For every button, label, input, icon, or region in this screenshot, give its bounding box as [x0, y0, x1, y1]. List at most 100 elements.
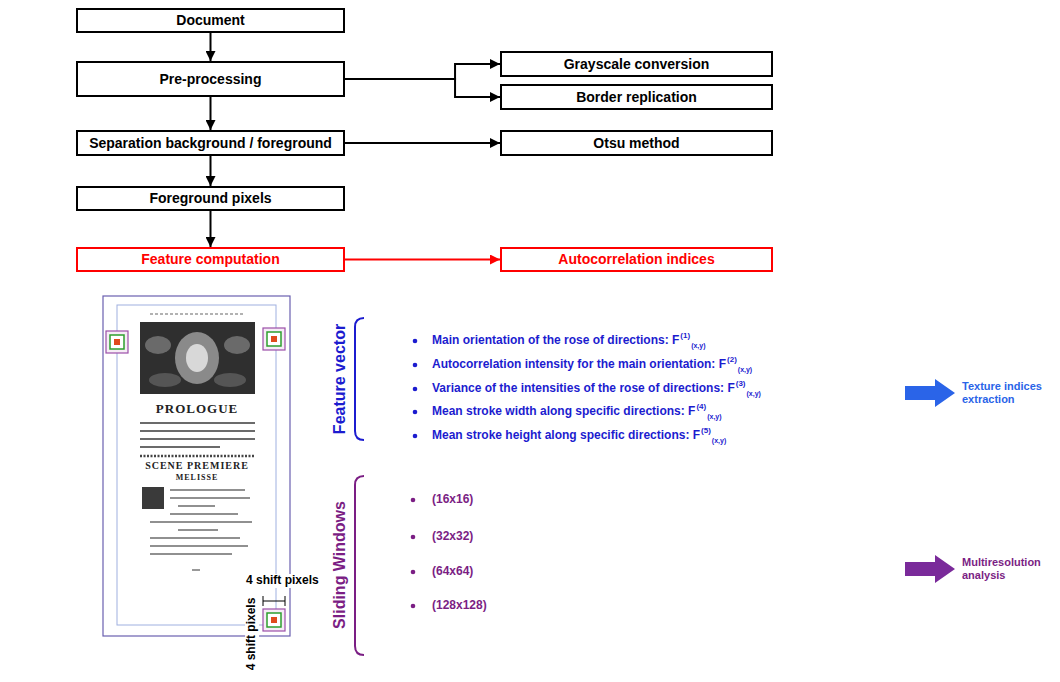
window-size: (128x128): [432, 599, 487, 613]
flow-arrow: [345, 64, 500, 79]
highlight-box: Autocorrelation indices: [500, 247, 773, 272]
bullet-dot: [411, 604, 416, 609]
dimension-label: 4 shift pixels: [245, 596, 259, 673]
flow-arrow: [345, 142, 500, 144]
flow-arrow: [345, 79, 500, 97]
feature-item: Autocorrelation intensity for the main o…: [432, 358, 726, 372]
poem-lines: [150, 490, 252, 554]
window-outer: [263, 609, 285, 631]
superscript: (3): [736, 379, 746, 388]
flow-arrow: [210, 97, 212, 130]
page-heading: MELISSE: [176, 473, 219, 482]
window-middle: [267, 613, 281, 627]
superscript: (4): [696, 402, 706, 411]
box-label: Otsu method: [593, 135, 679, 151]
text-line: [140, 446, 220, 448]
drop-cap: [142, 487, 164, 509]
text-line: [170, 489, 245, 491]
result-label: Multiresolution analysis: [962, 556, 1054, 581]
window-size: (16x16): [432, 493, 473, 507]
dimension-label: 4 shift pixels: [244, 574, 321, 588]
box-label: Foreground pixels: [149, 190, 271, 206]
text-line: [140, 438, 255, 440]
window-inner: [271, 617, 277, 623]
window-outer: [263, 328, 285, 350]
page-header-line: [150, 313, 245, 315]
window-middle: [267, 332, 281, 346]
superscript: (5): [701, 426, 711, 435]
window-bracket: [355, 476, 364, 655]
feature-bracket: [355, 318, 364, 440]
text-line: [178, 505, 215, 507]
subscript: (x,y): [738, 366, 752, 374]
page-heading: SCENE PREMIERE: [145, 460, 249, 472]
flow-arrow: [210, 211, 212, 247]
group-title: Sliding Windows: [331, 501, 349, 629]
flow-arrow: [210, 33, 212, 61]
flow-arrow: [210, 156, 212, 186]
bullet-dots: [413, 339, 418, 439]
page-heading: PROLOGUE: [156, 402, 238, 417]
window-square: [263, 328, 285, 350]
process-box: Document: [76, 8, 345, 33]
process-box: Border replication: [500, 84, 773, 110]
text-line: [140, 422, 255, 424]
window-inner: [114, 339, 120, 345]
superscript: (1): [680, 331, 690, 340]
window-square: [106, 331, 128, 353]
feature-item: Main orientation of the rose of directio…: [432, 334, 679, 348]
bullet-dot: [413, 363, 418, 368]
feature-item: Mean stroke height along specific direct…: [432, 429, 700, 443]
engraving-detail: [186, 344, 208, 372]
bullet-dot: [411, 570, 416, 575]
subscript: (x,y): [712, 437, 726, 445]
subscript: (x,y): [691, 342, 705, 350]
box-label: Grayscale conversion: [564, 56, 710, 72]
subscript: (x,y): [747, 390, 761, 398]
feature-item: Mean stroke width along specific directi…: [432, 405, 695, 419]
text-line: [150, 553, 232, 555]
bullet-dots: [411, 498, 416, 609]
window-middle: [110, 335, 124, 349]
shift-ticks: [263, 596, 285, 606]
text-line: [150, 537, 240, 539]
page-number: [192, 569, 200, 571]
bullet-dot: [411, 535, 416, 540]
process-box: Grayscale conversion: [500, 51, 773, 77]
block-arrow: [905, 555, 955, 583]
bullet-dot: [413, 339, 418, 344]
engraving-detail: [149, 373, 181, 387]
engraving-detail: [175, 332, 219, 384]
window-size: (64x64): [432, 565, 473, 579]
superscript: (2): [727, 355, 737, 364]
window-square: [263, 609, 285, 631]
box-label: Document: [176, 12, 244, 28]
bullet-dot: [413, 410, 418, 415]
box-label: Pre-processing: [160, 71, 262, 87]
flow-arrow: [345, 259, 500, 261]
subscript: (x,y): [707, 413, 721, 421]
result-label: Texture indices extraction: [962, 380, 1054, 405]
box-label: Autocorrelation indices: [558, 251, 714, 267]
block-arrow: [905, 379, 955, 407]
engraving-detail: [214, 373, 246, 387]
text-line: [170, 497, 250, 499]
bullet-dot: [413, 387, 418, 392]
window-size: (32x32): [432, 530, 473, 544]
text-line: [140, 430, 255, 432]
text-line: [170, 513, 238, 515]
bullet-dot: [413, 434, 418, 439]
text-line: [150, 545, 248, 547]
text-line: [178, 529, 218, 531]
process-box: Otsu method: [500, 130, 773, 156]
engraving-detail: [224, 336, 250, 354]
engraving-detail: [145, 336, 171, 354]
bullet-dot: [411, 498, 416, 503]
process-box: Foreground pixels: [76, 186, 345, 211]
ornament-band: [140, 455, 255, 458]
paragraph-lines: [140, 423, 255, 447]
text-line: [150, 521, 252, 523]
window-outer: [106, 331, 128, 353]
tick: [263, 601, 285, 602]
